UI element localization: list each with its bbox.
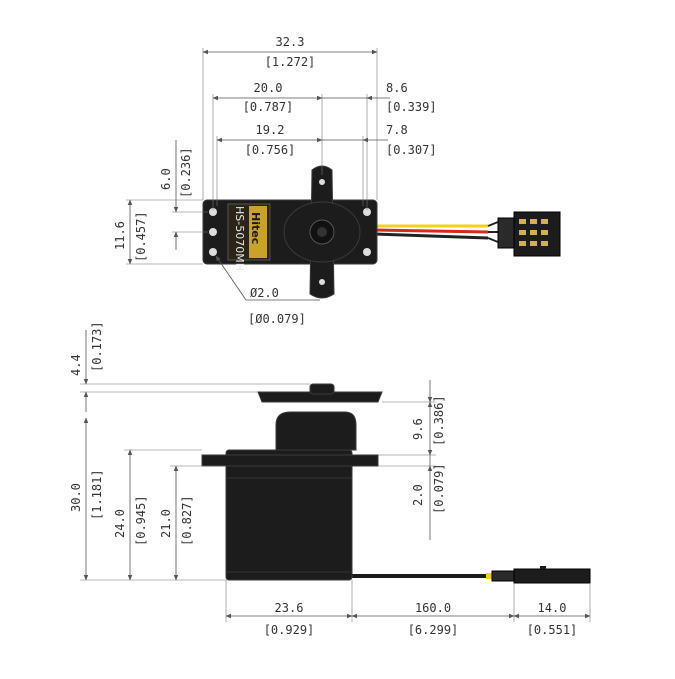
dim-connector-length-mm: 14.0 — [538, 601, 567, 615]
dim-total-height-mm: 30.0 — [69, 483, 83, 512]
dim-total-height-in: [1.181] — [90, 469, 104, 520]
dim-shaft-offset-outer-mm: 8.6 — [386, 81, 408, 95]
dim-shaft-offset-inner-in: [0.307] — [386, 143, 437, 157]
dim-body-length-in: [0.929] — [264, 623, 315, 637]
dim-body-height: 21.0 [0.827] — [159, 465, 226, 581]
model-label: HS-5070MH — [233, 206, 246, 271]
dim-tab-hole-spacing: 6.0 [0.236] — [159, 140, 208, 250]
wire-bundle-top — [374, 221, 499, 243]
servo-horn-top — [283, 165, 361, 299]
gear-housing — [275, 411, 357, 451]
mounting-tab — [201, 454, 379, 467]
dim-tab-to-bottom-mm: 24.0 — [113, 509, 127, 538]
dim-cable-length-in: [6.299] — [408, 623, 459, 637]
dim-top-width-mm: 32.3 — [276, 35, 305, 49]
dim-top-width-in: [1.272] — [265, 55, 316, 69]
dim-shaft-to-tab: 9.6 [0.386] — [378, 380, 446, 456]
dim-hole-diameter-in: [Ø0.079] — [248, 312, 306, 326]
dim-body-length-mm: 23.6 — [275, 601, 304, 615]
dim-shaft-to-tab-in: [0.386] — [432, 395, 446, 446]
dim-tab-hole-spacing-mm: 6.0 — [159, 168, 173, 190]
dim-body-depth: 11.6 [0.457] — [113, 199, 203, 265]
dim-cable-length-mm: 160.0 — [415, 601, 451, 615]
dim-hole-diameter-mm: Ø2.0 — [250, 286, 279, 300]
dim-tab-hole-spacing-in: [0.236] — [179, 147, 193, 198]
servo-body-side — [225, 449, 353, 581]
dim-tab-thickness-mm: 2.0 — [411, 484, 425, 506]
dim-body-height-in: [0.827] — [180, 495, 194, 546]
dim-connector-length-in: [0.551] — [527, 623, 578, 637]
dim-top-width: 32.3 [1.272] — [202, 35, 378, 200]
dim-horn-height: 4.4 [0.173] — [69, 321, 310, 412]
dim-body-depth-in: [0.457] — [134, 211, 148, 262]
dim-mount-span: 20.0 [0.787] — [212, 81, 323, 210]
dim-shaft-offset-outer-in: [0.339] — [386, 100, 437, 114]
connector-side — [491, 566, 591, 584]
dim-hole-diameter: Ø2.0 [Ø0.079] — [215, 255, 320, 326]
dim-tab-to-bottom: 24.0 [0.945] — [113, 449, 202, 581]
dim-shaft-offset-inner: 7.8 [0.307] — [322, 123, 437, 206]
dim-tab-thickness: 2.0 [0.079] — [378, 455, 446, 540]
dim-body-height-mm: 21.0 — [159, 509, 173, 538]
dim-horn-height-in: [0.173] — [90, 321, 104, 372]
dim-mount-inner: 19.2 [0.756] — [216, 123, 323, 206]
dim-tab-to-bottom-in: [0.945] — [134, 495, 148, 546]
dim-cable-length: 160.0 [6.299] — [351, 583, 515, 637]
dim-tab-thickness-in: [0.079] — [432, 463, 446, 514]
dim-horn-height-mm: 4.4 — [69, 354, 83, 376]
connector-top — [497, 211, 561, 257]
dim-total-height: 30.0 [1.181] — [69, 417, 226, 581]
dim-shaft-to-tab-mm: 9.6 — [411, 418, 425, 440]
mount-holes — [209, 208, 371, 256]
dim-mount-span-in: [0.787] — [243, 100, 294, 114]
brand-label: Hitec — [249, 212, 262, 244]
top-view: HS-5070MH Hitec 32.3 [1.272] 20.0 [0.787… — [113, 35, 561, 326]
dim-body-depth-mm: 11.6 — [113, 221, 127, 250]
dim-body-length: 23.6 [0.929] — [225, 580, 353, 637]
dim-mount-span-mm: 20.0 — [254, 81, 283, 95]
label-sticker: HS-5070MH Hitec — [227, 203, 271, 271]
dim-shaft-offset-inner-mm: 7.8 — [386, 123, 408, 137]
dim-mount-inner-in: [0.756] — [245, 143, 296, 157]
dim-mount-inner-mm: 19.2 — [256, 123, 285, 137]
side-view: 4.4 [0.173] 30.0 [1.181] 24.0 [0.945] 21… — [69, 321, 591, 637]
dim-connector-length: 14.0 [0.551] — [513, 583, 591, 637]
dim-shaft-offset-outer: 8.6 [0.339] — [322, 81, 437, 210]
servo-horn-side — [257, 391, 383, 403]
